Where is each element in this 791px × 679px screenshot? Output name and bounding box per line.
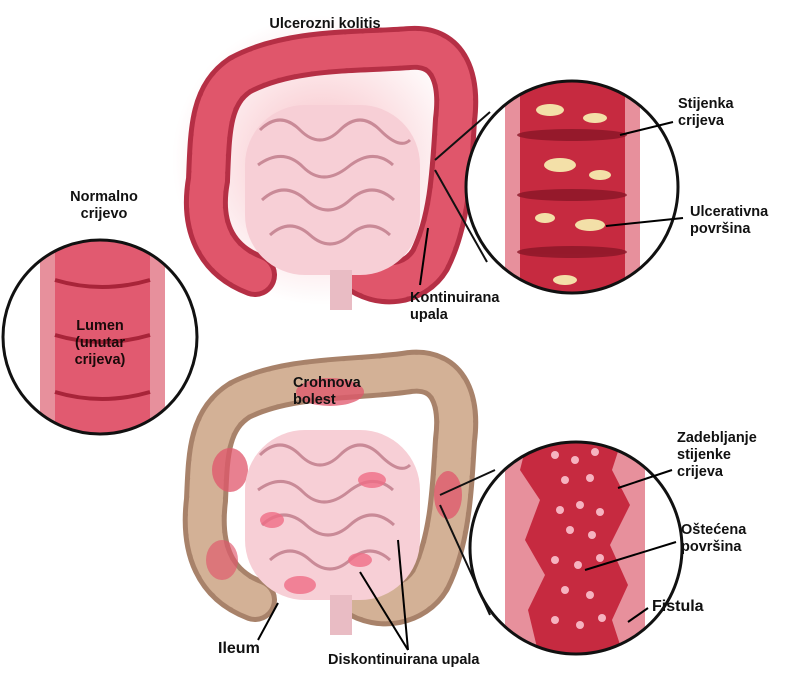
crohn-title: Crohnova bolest (293, 375, 393, 409)
crohn-colon-illustration (205, 372, 462, 635)
uc-zoom-circle (466, 70, 678, 310)
crohn-damaged-label: Oštećena površina (681, 522, 781, 556)
uc-small-intestine (245, 105, 420, 275)
crohn-si-patch-4 (348, 553, 372, 567)
crohn-rectum (330, 595, 352, 635)
uc-colon-illustration (172, 15, 472, 310)
uc-continuous-label: Kontinuirana upala (410, 290, 530, 324)
normal-title: Normalno crijevo (58, 189, 150, 223)
crohn-si-patch-3 (284, 576, 316, 594)
crohn-patch-3 (434, 471, 462, 519)
crohn-si-patch-2 (260, 512, 284, 528)
normal-lumen-label: Lumen (unutar crijeva) (60, 318, 140, 369)
uc-surface-label: Ulcerativna površina (690, 204, 790, 238)
uc-rectum (330, 270, 352, 310)
crohn-ileum-label: Ileum (218, 640, 278, 657)
uc-title: Ulcerozni kolitis (255, 16, 395, 33)
crohn-si-patch-1 (358, 472, 386, 488)
crohn-fistula-label: Fistula (652, 598, 732, 615)
uc-wall-label: Stijenka crijeva (678, 96, 778, 130)
crohn-patch-4 (206, 540, 238, 580)
crohn-discontinuous-label: Diskontinuirana upala (328, 652, 518, 669)
crohn-thickening-label: Zadebljanje stijenke crijeva (677, 430, 787, 481)
crohn-patch-1 (212, 448, 248, 492)
